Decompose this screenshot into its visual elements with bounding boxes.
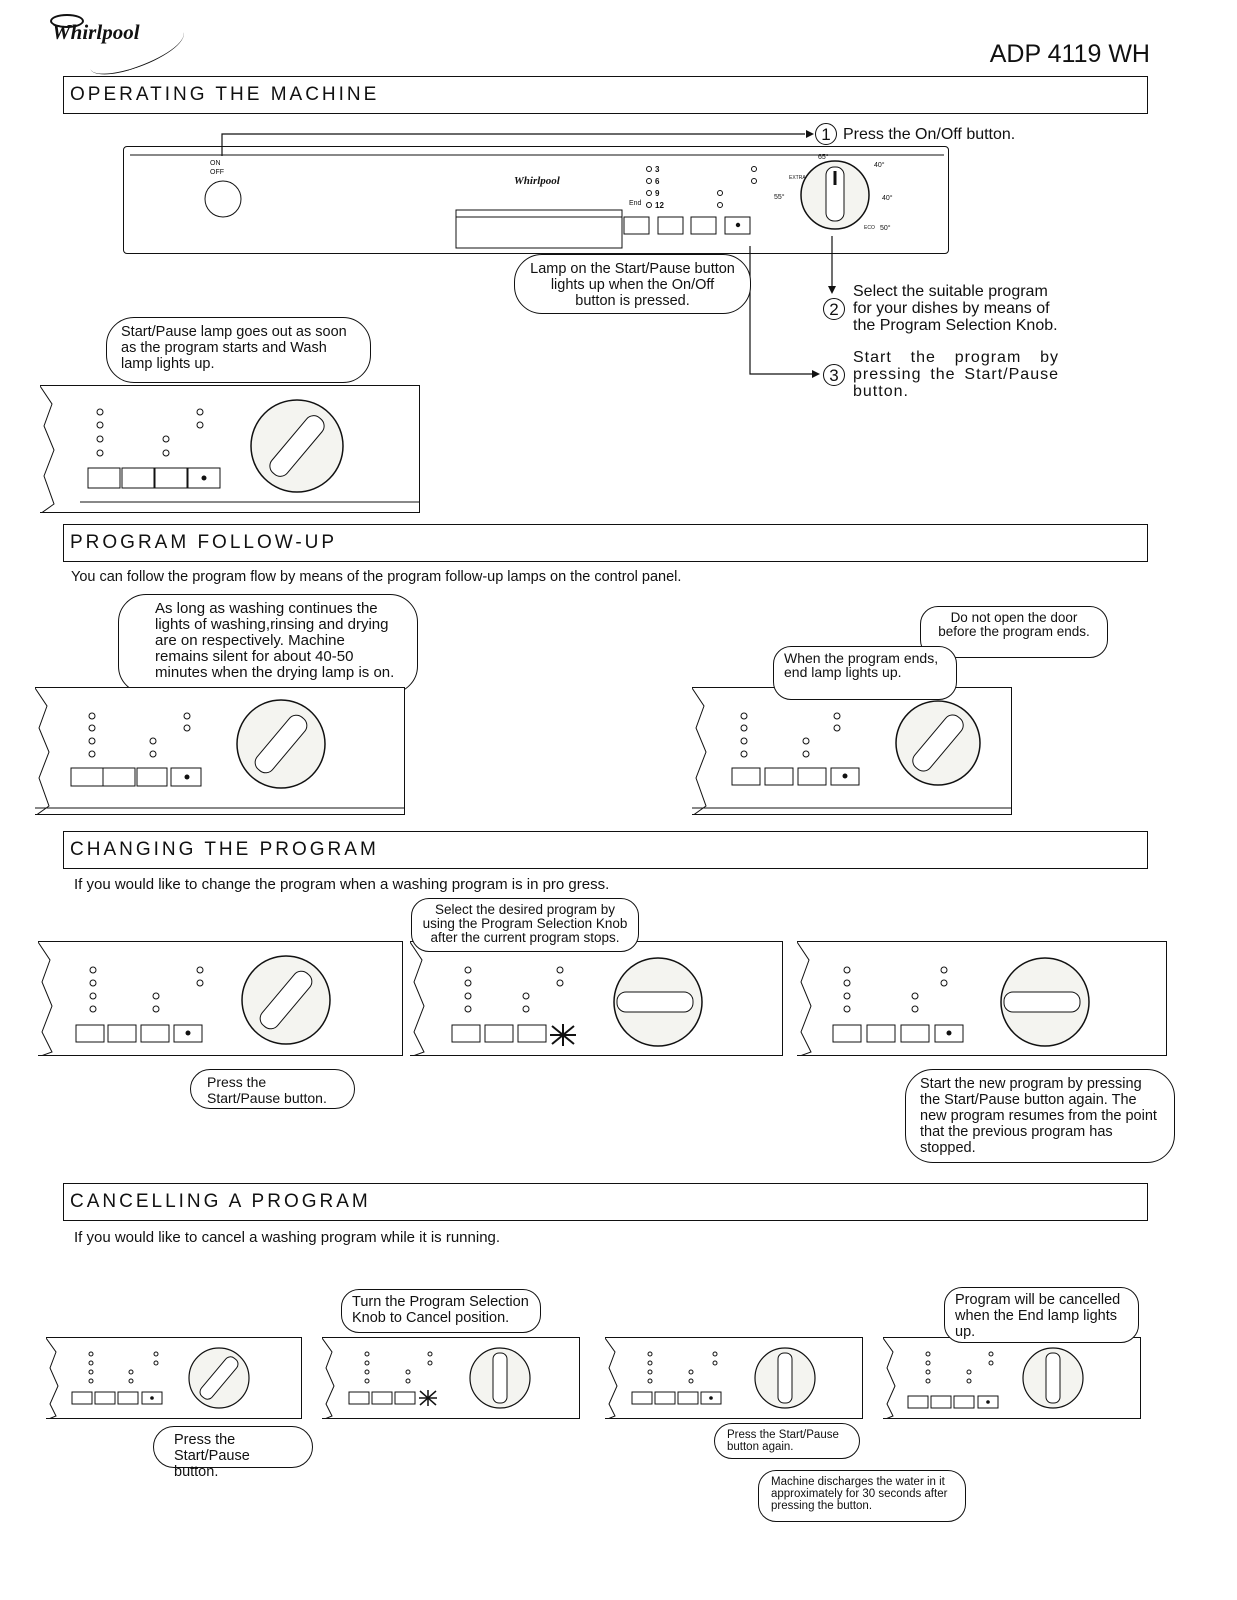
changing-intro: If you would like to change the program …	[74, 876, 610, 893]
on-label: ON	[210, 160, 221, 167]
panel-cancel-2-drawing	[322, 1338, 531, 1418]
temp-55: 55°	[774, 194, 785, 201]
panel-followup-right	[692, 687, 1012, 815]
panel-followup-left-drawing	[35, 688, 404, 814]
callout-turn-knob: Turn the Program Selection Knob to Cance…	[341, 1289, 541, 1333]
logo-ring-icon	[50, 14, 84, 28]
step-3-text: Start the program by pressing the Start/…	[853, 349, 1059, 400]
step-number-2: 2	[823, 298, 845, 320]
section-cancelling-title: CANCELLING A PROGRAM	[63, 1183, 1148, 1221]
panel-cancel-1	[46, 1337, 302, 1419]
front-panel-main: ON OFF Whirlpool 3 6 9 12 End 65° 40° 40…	[123, 146, 949, 254]
timer-6: 6	[655, 177, 660, 186]
cancelling-intro: If you would like to cancel a washing pr…	[74, 1229, 501, 1246]
callout-wash: Start/Pause lamp goes out as soon as the…	[106, 317, 371, 383]
panel-cancel-4-drawing	[883, 1338, 1084, 1418]
panel-changing-3	[797, 941, 1167, 1056]
panel-changing-2-drawing	[410, 942, 703, 1055]
zoomed-panel-operating	[40, 385, 420, 513]
callout-lamp: Lamp on the Start/Pause button lights up…	[514, 254, 751, 314]
panel-cancel-4	[883, 1337, 1141, 1419]
callout-new-program: Start the new program by pressing the St…	[905, 1069, 1175, 1163]
section-followup-title: PROGRAM FOLLOW-UP	[63, 524, 1148, 562]
step-2-text: Select the suitable program for your dis…	[853, 283, 1058, 334]
callout-discharge: Machine discharges the water in it appro…	[758, 1470, 966, 1522]
panel-cancel-3-drawing	[605, 1338, 816, 1418]
panel-cancel-1-drawing	[46, 1338, 250, 1418]
panel-changing-3-drawing	[797, 942, 1090, 1055]
off-label: OFF	[210, 169, 224, 176]
callout-press-changing: Press the Start/Pause button.	[190, 1069, 355, 1109]
section-operating-title: OPERATING THE MACHINE	[63, 76, 1148, 114]
callout-washing: As long as washing continues the lights …	[118, 594, 418, 694]
panel-followup-right-drawing	[692, 688, 1011, 814]
followup-intro: You can follow the program flow by means…	[71, 569, 682, 585]
zoomed-panel-drawing	[40, 386, 419, 512]
step-number-1: 1	[815, 123, 837, 145]
section-changing-title: CHANGING THE PROGRAM	[63, 831, 1148, 869]
extra-label: EXTRA	[789, 175, 806, 181]
panel-changing-2	[410, 941, 783, 1056]
temp-40b: 40°	[882, 195, 893, 202]
temp-65: 65°	[818, 154, 829, 161]
eco-label: ECO	[864, 225, 875, 231]
callout-end: When the program ends, end lamp lights u…	[773, 646, 957, 700]
temp-50: 50°	[880, 225, 891, 232]
callout-select: Select the desired program by using the …	[411, 898, 639, 952]
end-label: End	[629, 200, 642, 207]
timer-12: 12	[655, 201, 664, 210]
panel-changing-1	[38, 941, 403, 1056]
callout-cancelled: Program will be cancelled when the End l…	[944, 1287, 1139, 1343]
callout-press-again: Press the Start/Pause button again.	[714, 1423, 860, 1459]
panel-cancel-3	[605, 1337, 863, 1419]
step-number-3: 3	[823, 364, 845, 386]
panel-followup-left	[35, 687, 405, 815]
callout-cancel-press: Press the Start/Pause button.	[153, 1426, 313, 1480]
panel-changing-1-drawing	[38, 942, 331, 1055]
panel-timer-labels: 3 6 9 12	[655, 164, 664, 212]
timer-9: 9	[655, 189, 660, 198]
temp-40a: 40°	[874, 162, 885, 169]
timer-3: 3	[655, 165, 660, 174]
step-1-text: Press the On/Off button.	[843, 126, 1016, 143]
model-number: ADP 4119 WH	[989, 40, 1150, 68]
front-panel-drawing	[130, 154, 944, 249]
panel-logo: Whirlpool	[514, 175, 560, 187]
callout-door: Do not open the door before the program …	[920, 606, 1108, 658]
panel-cancel-2	[322, 1337, 580, 1419]
whirlpool-logo: Whirlpool	[50, 14, 190, 82]
